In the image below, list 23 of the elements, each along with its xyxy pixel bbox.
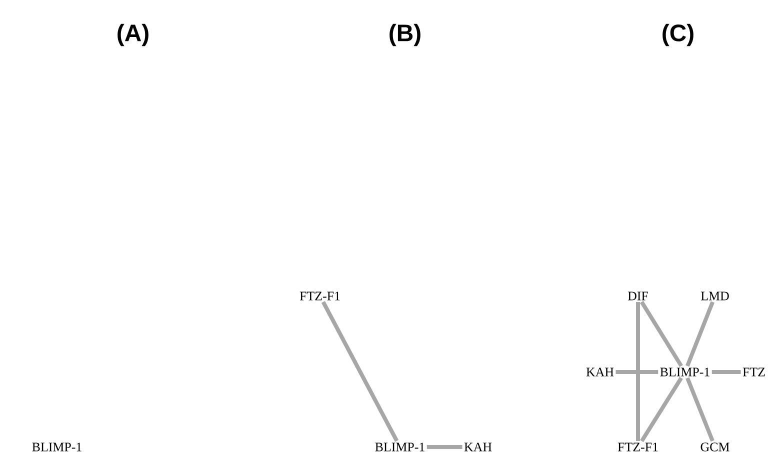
node-label: GCM [700,442,730,452]
edge-line [640,376,683,442]
edge-line [640,300,683,368]
panel-label: (A) [118,24,148,46]
node-label: BLIMP-1 [660,368,710,376]
node-label: BLIMP-1 [32,442,82,452]
node-label: FTZ-F1 [618,442,658,452]
node-label: KAH [586,368,614,376]
panel-label: (C) [662,24,694,46]
node-label: FTZ-F1 [300,292,340,300]
edge-line [321,301,399,442]
edge-line [686,377,714,442]
edge-line [686,301,715,367]
node-label: FTZ [742,368,765,376]
edge-line [426,445,462,449]
node-label: DIF [628,292,648,300]
edge-line [712,370,741,374]
node-label: KAH [464,442,492,452]
edge-line [616,370,658,374]
edge-line [636,302,640,442]
node-label: BLIMP-1 [375,442,424,452]
node-label: LMD [700,292,729,300]
panel-label: (B) [390,24,420,46]
